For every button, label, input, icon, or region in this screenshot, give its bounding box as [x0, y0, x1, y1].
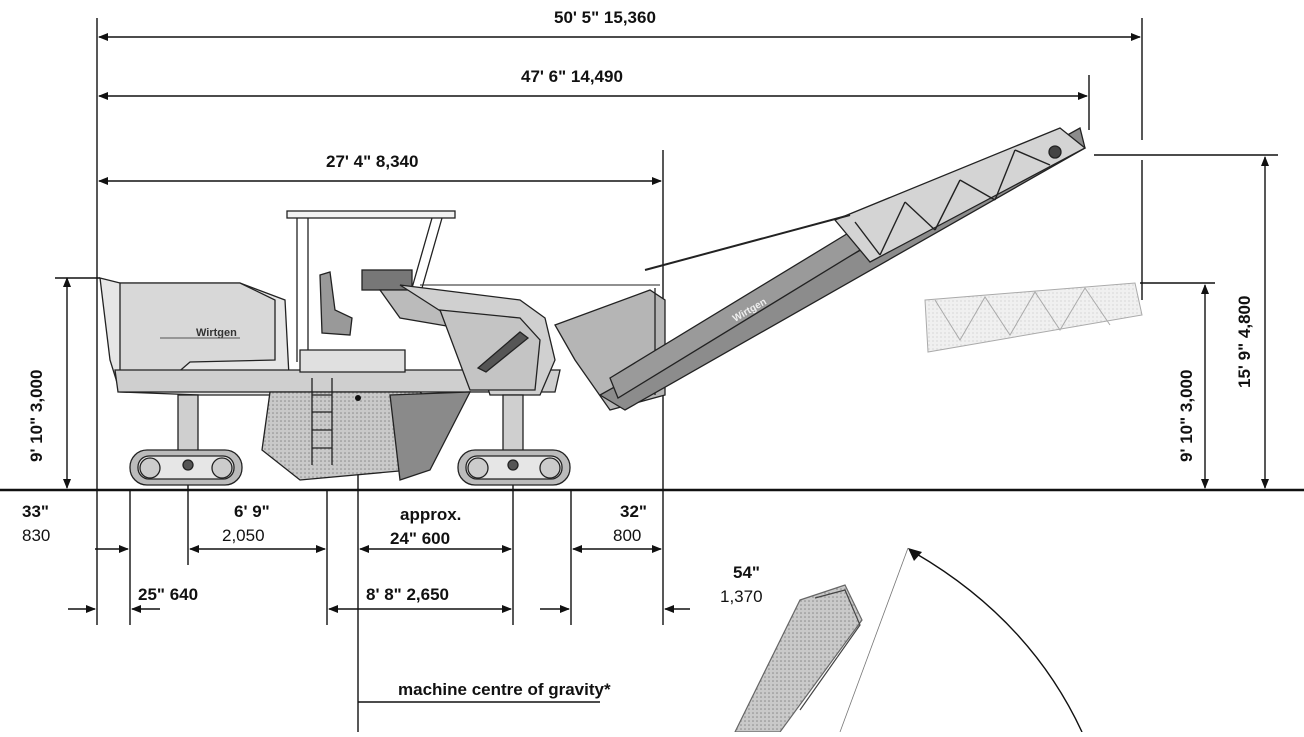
dim-track-front-offset: 25" 640 [138, 585, 199, 604]
dim-overall-length-up: 50' 5" 15,360 [554, 8, 656, 27]
cog-marker [355, 395, 361, 401]
dim-front-offset-imperial: 32" [620, 502, 647, 521]
dim-cog-offset-value: 24" 600 [390, 529, 451, 548]
dim-rear-overhang-metric: 830 [22, 526, 51, 545]
dim-conveyor-overhang-metric: 1,370 [720, 587, 763, 606]
conveyor-lowered-ghost [924, 282, 1143, 353]
dim-conveyor-height-max: 15' 9" 4,800 [1235, 295, 1254, 388]
conveyor-top-view [734, 547, 1083, 733]
milling-machine: Wirtgen [99, 127, 1087, 486]
dim-front-offset-metric: 800 [613, 526, 642, 545]
dim-conveyor-height-min: 9' 10" 3,000 [1177, 369, 1196, 462]
dim-conveyor-overhang-imperial: 54" [733, 563, 760, 582]
brand-logo-rear: Wirtgen [196, 327, 237, 339]
dim-cog-offset-word: approx. [400, 505, 462, 524]
dim-overall-length-down: 47' 6" 14,490 [521, 67, 623, 86]
dim-rear-overhang-imperial: 33" [22, 502, 49, 521]
cog-label: machine centre of gravity* [398, 680, 611, 699]
dim-track-to-drum-metric: 2,050 [222, 526, 265, 545]
dim-track-to-drum-imperial: 6' 9" [234, 502, 270, 521]
dim-machine-length: 27' 4" 8,340 [326, 152, 419, 171]
dim-machine-height: 9' 10" 3,000 [27, 369, 46, 462]
dim-wheelbase: 8' 8" 2,650 [366, 585, 449, 604]
